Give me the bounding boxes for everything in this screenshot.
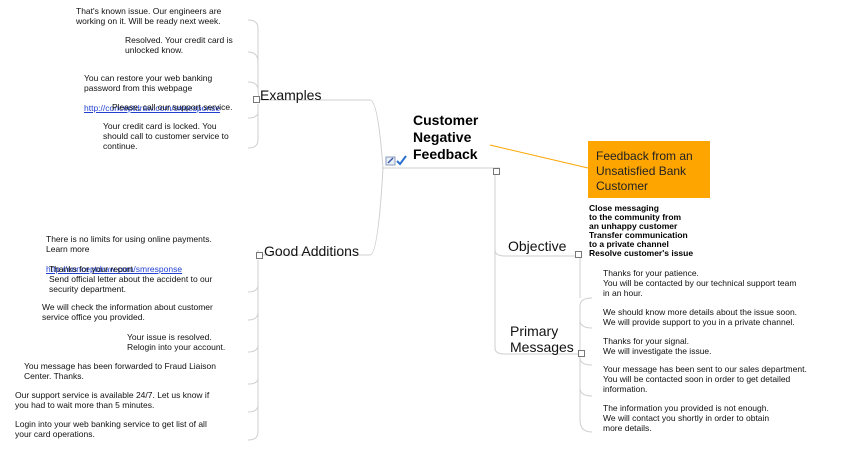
primary-message-note: Thanks for your patience. You will be co… xyxy=(603,268,797,298)
primary-message-note: Thanks for your signal. We will investig… xyxy=(603,336,712,356)
examples-note: You can restore your web banking passwor… xyxy=(84,73,221,113)
primary-message-note: Your message has been sent to our sales … xyxy=(603,364,807,394)
branch-primary-messages[interactable]: Primary Messages xyxy=(510,323,574,355)
branch-examples[interactable]: Examples xyxy=(260,87,322,103)
branch-good-additions[interactable]: Good Additions xyxy=(264,243,359,259)
good-additions-note: We will check the information about cust… xyxy=(42,302,213,322)
primary-message-note: We should know more details about the is… xyxy=(603,307,798,327)
good-additions-note: Our support service is available 24/7. L… xyxy=(15,390,210,410)
good-additions-note: You message has been forwarded to Fraud … xyxy=(24,361,217,381)
examples-note: Please, call our support service. xyxy=(112,102,233,112)
good-additions-note: Login into your web banking service to g… xyxy=(15,419,207,439)
branch-objective[interactable]: Objective xyxy=(508,238,567,254)
central-topic[interactable]: Customer Negative Feedback xyxy=(413,112,479,162)
good-additions-note: There is no limits for using online paym… xyxy=(46,234,212,274)
examples-note: That's known issue. Our engineers are wo… xyxy=(76,6,222,26)
good-additions-note: Your issue is resolved. Relogin into you… xyxy=(127,332,226,352)
examples-note: Your credit card is locked. You should c… xyxy=(103,121,229,151)
good-additions-note: Thanks for your report. Send official le… xyxy=(49,264,213,294)
edit-check-icon xyxy=(385,155,407,166)
examples-note: Resolved. Your credit card is unlocked k… xyxy=(125,35,233,55)
examples-link[interactable]: http://conceptdraw.com/smresponse xyxy=(84,103,221,113)
callout-box[interactable]: Feedback from an Unsatisfied Bank Custom… xyxy=(588,141,710,198)
collapse-toggle[interactable] xyxy=(493,168,500,175)
collapse-toggle[interactable] xyxy=(578,350,585,357)
collapse-toggle[interactable] xyxy=(253,96,260,103)
objective-text: Close messaging to the community from an… xyxy=(589,203,694,258)
collapse-toggle[interactable] xyxy=(575,251,582,258)
primary-message-note: The information you provided is not enou… xyxy=(603,403,770,433)
good-additions-link[interactable]: http://conceptdraw.com/smresponse xyxy=(46,264,183,274)
collapse-toggle[interactable] xyxy=(256,252,263,259)
